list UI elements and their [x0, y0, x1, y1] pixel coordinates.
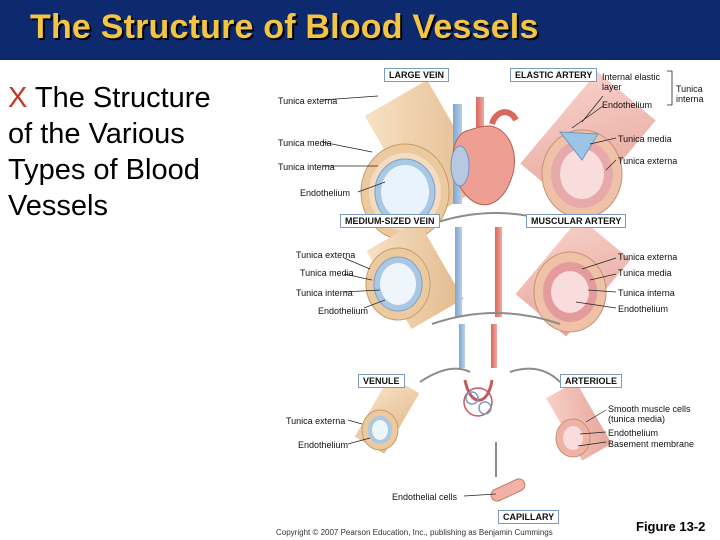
muscular-artery-tunica-media: Tunica media [618, 268, 672, 278]
large-vein-endothelium: Endothelium [300, 188, 351, 198]
transition-arrows [419, 212, 561, 477]
elastic-artery-interna: interna [676, 94, 704, 104]
figure-number: Figure 13-2 [636, 519, 706, 534]
title-bar: The Structure of Blood Vessels [0, 0, 720, 60]
large-vein-title: LARGE VEIN [384, 68, 450, 82]
capillary-drawing [490, 478, 526, 502]
elastic-artery-drawing [520, 71, 656, 219]
elastic-artery-endothelium: Endothelium [602, 100, 653, 110]
leader-lines [321, 95, 617, 497]
medium-vein-endothelium: Endothelium [318, 306, 369, 316]
vessel-branches-drawing [455, 227, 502, 417]
medium-vein-tunica-externa: Tunica externa [296, 250, 356, 260]
medium-vein-tunica-media: Tunica media [300, 268, 354, 278]
arteriole-title: ARTERIOLE [560, 374, 623, 388]
arteriole-endothelium: Endothelium [608, 428, 659, 438]
bullet-line-2: of the Various [8, 118, 185, 150]
arteriole-smooth-muscle: Smooth muscle cells [608, 404, 691, 414]
muscular-artery-title: MUSCULAR ARTERY [526, 214, 627, 228]
elastic-artery-bracket [667, 70, 673, 106]
heart-drawing [450, 97, 519, 206]
venule-drawing [354, 376, 420, 454]
copyright-notice: Copyright © 2007 Pearson Education, Inc.… [276, 528, 553, 537]
bullet-line-4: Vessels [8, 190, 108, 222]
medium-vein-tunica-interna: Tunica interna [296, 288, 353, 298]
arteriole-drawing [546, 381, 612, 461]
large-vein-tunica-interna: Tunica interna [278, 162, 335, 172]
elastic-artery-tunica-media: Tunica media [618, 134, 672, 144]
medium-vein-drawing [365, 221, 464, 329]
muscular-artery-endothelium: Endothelium [618, 304, 669, 314]
bullet-line-1: X The Structure [8, 80, 273, 116]
elastic-artery-internal-elastic: Internal elastic [602, 72, 661, 82]
muscular-artery-tunica-interna: Tunica interna [618, 288, 675, 298]
arteriole-basement-membrane: Basement membrane [608, 439, 695, 449]
large-vein-tunica-externa: Tunica externa [278, 96, 338, 106]
bullet-line-1-text: The Structure [34, 82, 211, 114]
elastic-artery-layer: layer [602, 82, 622, 92]
elastic-artery-tunica-externa: Tunica externa [618, 156, 678, 166]
muscular-artery-drawing [515, 217, 631, 337]
venule-endothelium: Endothelium [298, 440, 349, 450]
elastic-artery-tunica: Tunica [676, 84, 703, 94]
venule-title: VENULE [358, 374, 405, 388]
blood-vessel-figure: LARGE VEIN Tunica externa Tunica media T… [260, 62, 720, 540]
venule-tunica-externa: Tunica externa [286, 416, 346, 426]
bullet-line-3: Types of Blood [8, 154, 200, 186]
capillary-title: CAPILLARY [498, 510, 560, 524]
slide-title: The Structure of Blood Vessels [30, 8, 539, 46]
bullet-marker: X [8, 82, 28, 114]
capillary-endothelial-cells: Endothelial cells [392, 492, 458, 502]
elastic-artery-title: ELASTIC ARTERY [510, 68, 598, 82]
bullet-text: X The Structure of the Various Types of … [8, 80, 273, 224]
medium-vein-title: MEDIUM-SIZED VEIN [340, 214, 440, 228]
large-vein-tunica-media: Tunica media [278, 138, 332, 148]
arteriole-tunica-media: (tunica media) [608, 414, 666, 424]
muscular-artery-tunica-externa: Tunica externa [618, 252, 678, 262]
